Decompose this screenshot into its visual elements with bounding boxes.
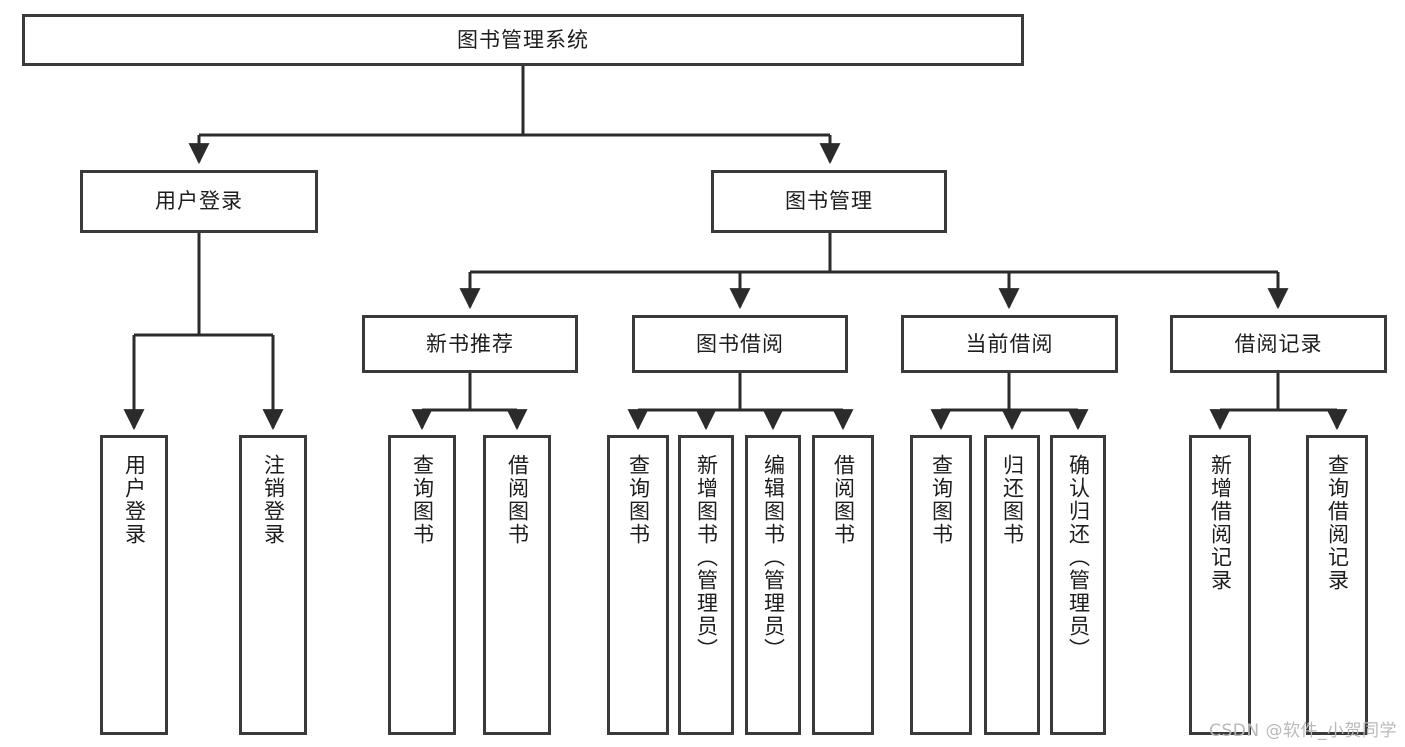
node-leaf-user-logout-label: 注销登录: [261, 454, 286, 546]
node-leaf-query-book-cur-label: 查询图书: [929, 454, 954, 546]
node-user-login[interactable]: 用户登录: [80, 170, 318, 233]
node-leaf-confirm-return-label: 确认归还（管理员）: [1066, 454, 1091, 661]
node-borrow-record[interactable]: 借阅记录: [1170, 315, 1387, 373]
node-book-manage-label: 图书管理: [785, 189, 873, 214]
node-new-book-rec[interactable]: 新书推荐: [362, 315, 578, 373]
node-book-manage[interactable]: 图书管理: [711, 170, 947, 233]
node-leaf-query-record-label: 查询借阅记录: [1325, 454, 1350, 592]
node-leaf-borrow-book-label: 借阅图书: [831, 454, 856, 546]
node-leaf-borrow-book-rec-label: 借阅图书: [505, 454, 530, 546]
node-leaf-add-record-label: 新增借阅记录: [1208, 454, 1233, 592]
node-user-login-label: 用户登录: [155, 189, 243, 214]
node-current-borrow-label: 当前借阅: [965, 331, 1054, 356]
node-leaf-edit-book[interactable]: 编辑图书（管理员）: [745, 435, 801, 735]
node-leaf-query-record[interactable]: 查询借阅记录: [1306, 435, 1368, 735]
node-book-borrow[interactable]: 图书借阅: [632, 315, 848, 373]
csdn-watermark: CSDN @软件_小贺同学: [1209, 721, 1397, 741]
node-new-book-rec-label: 新书推荐: [426, 331, 514, 356]
node-leaf-add-book[interactable]: 新增图书（管理员）: [678, 435, 734, 735]
node-leaf-return-book-label: 归还图书: [1000, 454, 1025, 546]
node-leaf-confirm-return[interactable]: 确认归还（管理员）: [1050, 435, 1106, 735]
node-leaf-user-logout[interactable]: 注销登录: [239, 435, 307, 735]
node-leaf-query-book-borrow-label: 查询图书: [626, 454, 651, 546]
node-leaf-return-book[interactable]: 归还图书: [984, 435, 1040, 735]
node-leaf-query-book-rec-label: 查询图书: [410, 454, 435, 546]
node-leaf-add-record[interactable]: 新增借阅记录: [1189, 435, 1251, 735]
node-leaf-query-book-borrow[interactable]: 查询图书: [607, 435, 669, 735]
node-leaf-user-login-label: 用户登录: [122, 454, 147, 546]
node-book-borrow-label: 图书借阅: [696, 331, 784, 356]
node-leaf-borrow-book[interactable]: 借阅图书: [812, 435, 874, 735]
node-root-label: 图书管理系统: [457, 27, 589, 52]
node-borrow-record-label: 借阅记录: [1234, 331, 1323, 356]
node-leaf-query-book-cur[interactable]: 查询图书: [910, 435, 972, 735]
node-leaf-query-book-rec[interactable]: 查询图书: [388, 435, 456, 735]
node-leaf-user-login[interactable]: 用户登录: [100, 435, 168, 735]
node-leaf-edit-book-label: 编辑图书（管理员）: [761, 454, 786, 661]
node-root[interactable]: 图书管理系统: [22, 14, 1024, 66]
node-leaf-add-book-label: 新增图书（管理员）: [694, 454, 719, 661]
node-current-borrow[interactable]: 当前借阅: [901, 315, 1118, 373]
node-leaf-borrow-book-rec[interactable]: 借阅图书: [483, 435, 551, 735]
